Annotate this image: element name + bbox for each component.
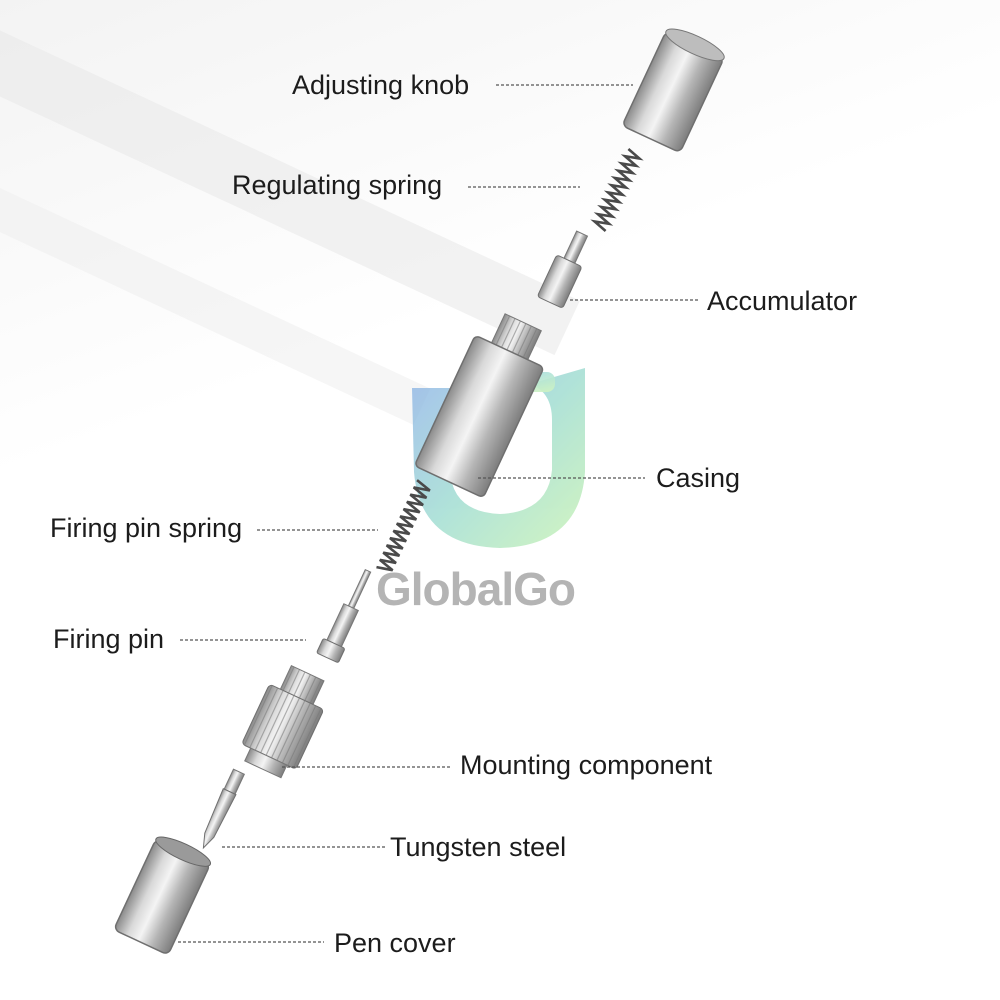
adjusting-knob-shape <box>623 28 725 152</box>
label-adjusting-knob: Adjusting knob <box>292 70 470 100</box>
accumulator-shape <box>537 230 589 308</box>
label-regulating-spring: Regulating spring <box>232 170 443 200</box>
tungsten-steel-shape <box>202 768 246 850</box>
watermark-text: GlobalGo <box>376 563 576 615</box>
leader-lines <box>178 84 698 943</box>
casing-shape <box>415 313 544 497</box>
background-streaks <box>0 4 580 425</box>
label-mounting-component: Mounting component <box>460 750 713 780</box>
label-pen-cover: Pen cover <box>334 928 456 958</box>
firing-pin-spring-shape <box>376 479 431 572</box>
label-firing-pin: Firing pin <box>53 624 165 654</box>
label-tungsten-steel: Tungsten steel <box>390 832 567 862</box>
part-drawings <box>114 28 725 954</box>
label-casing: Casing <box>656 463 741 493</box>
firing-pin-shape <box>316 568 372 663</box>
regulating-spring-shape <box>590 147 644 233</box>
label-firing-pin-spring: Firing pin spring <box>50 513 243 543</box>
pen-cover-shape <box>114 836 212 954</box>
mounting-component-shape <box>242 664 325 779</box>
label-accumulator: Accumulator <box>707 286 858 316</box>
